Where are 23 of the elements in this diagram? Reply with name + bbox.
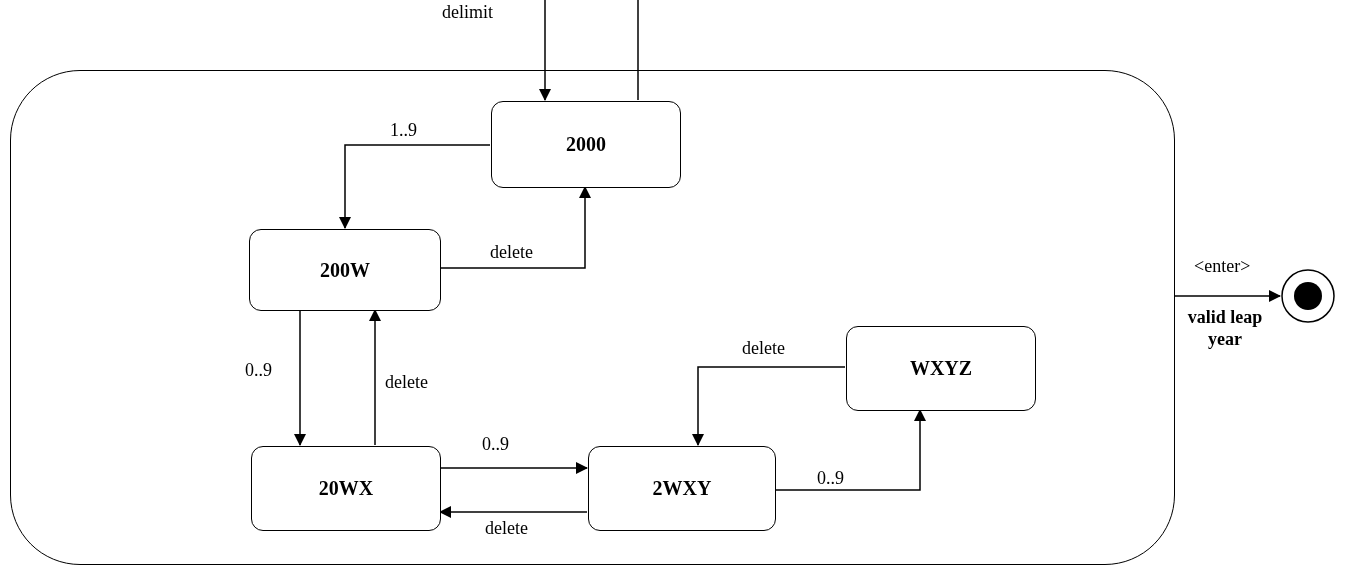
final-state-icon bbox=[1280, 268, 1336, 324]
transition-arrow bbox=[369, 309, 381, 446]
state-box bbox=[491, 101, 681, 188]
guard-label: valid leap year bbox=[1186, 306, 1264, 350]
transition-arrow bbox=[439, 506, 588, 518]
state-name: 20WX bbox=[318, 477, 374, 500]
transition-arrow bbox=[1174, 290, 1281, 302]
state-box bbox=[251, 446, 441, 531]
transition-arrow bbox=[774, 409, 926, 491]
state-name: 2000 bbox=[566, 133, 606, 156]
transition-arrow bbox=[439, 186, 591, 269]
state-box bbox=[249, 229, 441, 311]
transition-arrow bbox=[339, 144, 491, 229]
transition-arrow bbox=[692, 366, 846, 446]
state-name: 2WXY bbox=[652, 477, 712, 500]
state-name: WXYZ bbox=[909, 357, 973, 380]
transition-arrow bbox=[294, 309, 306, 446]
transition-arrow bbox=[539, 0, 551, 101]
state-box bbox=[846, 326, 1036, 411]
transition-arrow bbox=[439, 462, 588, 474]
composite-state-box bbox=[10, 70, 1175, 565]
state-name: 200W bbox=[320, 258, 370, 282]
state-box bbox=[588, 446, 776, 531]
